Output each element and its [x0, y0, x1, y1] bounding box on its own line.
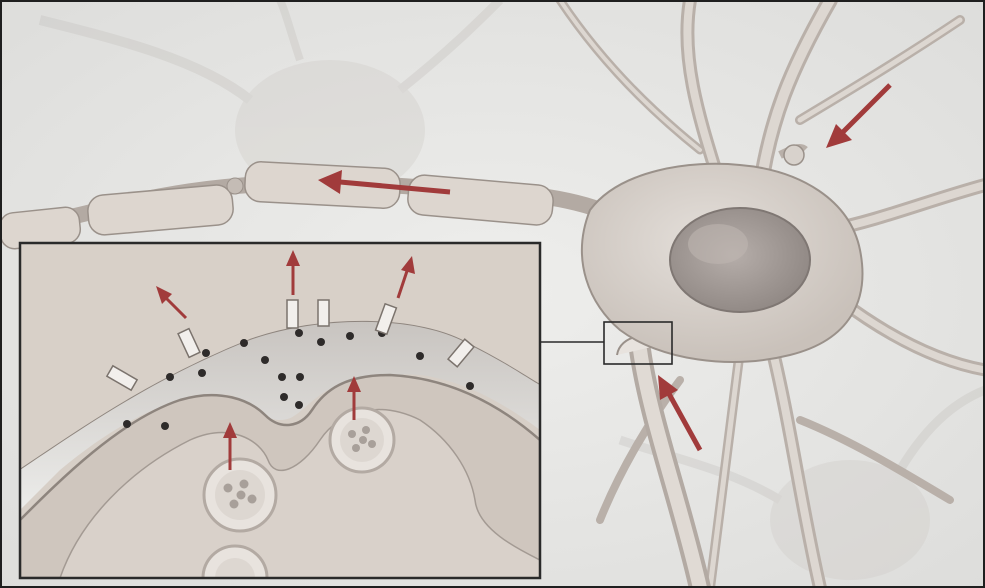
vesicle-icon [204, 459, 276, 531]
vesicle-icon [330, 408, 394, 472]
neurotransmitter-dot-icon [295, 401, 303, 409]
receptor-icon [318, 300, 329, 326]
neurotransmitter-dot-icon [166, 373, 174, 381]
neurotransmitter-dot-icon [278, 373, 286, 381]
receptor-icon [287, 300, 298, 328]
neurotransmitter-dot-icon [240, 339, 248, 347]
neurotransmitter-dot-icon [295, 329, 303, 337]
neurotransmitter-dot-icon [202, 349, 210, 357]
neurotransmitter-dot-icon [198, 369, 206, 377]
nucleus [670, 208, 810, 312]
neurotransmitter-dot-icon [123, 420, 131, 428]
neurotransmitter-dot-icon [416, 352, 424, 360]
neuron-soma [582, 164, 863, 362]
neurotransmitter-dot-icon [280, 393, 288, 401]
neurotransmitter-dot-icon [261, 356, 269, 364]
neurotransmitter-dot-icon [296, 373, 304, 381]
neurotransmitter-dot-icon [161, 422, 169, 430]
neurotransmitter-dot-icon [317, 338, 325, 346]
synapse-inset [20, 243, 540, 588]
neurotransmitter-dot-icon [466, 382, 474, 390]
neurotransmitter-dot-icon [346, 332, 354, 340]
